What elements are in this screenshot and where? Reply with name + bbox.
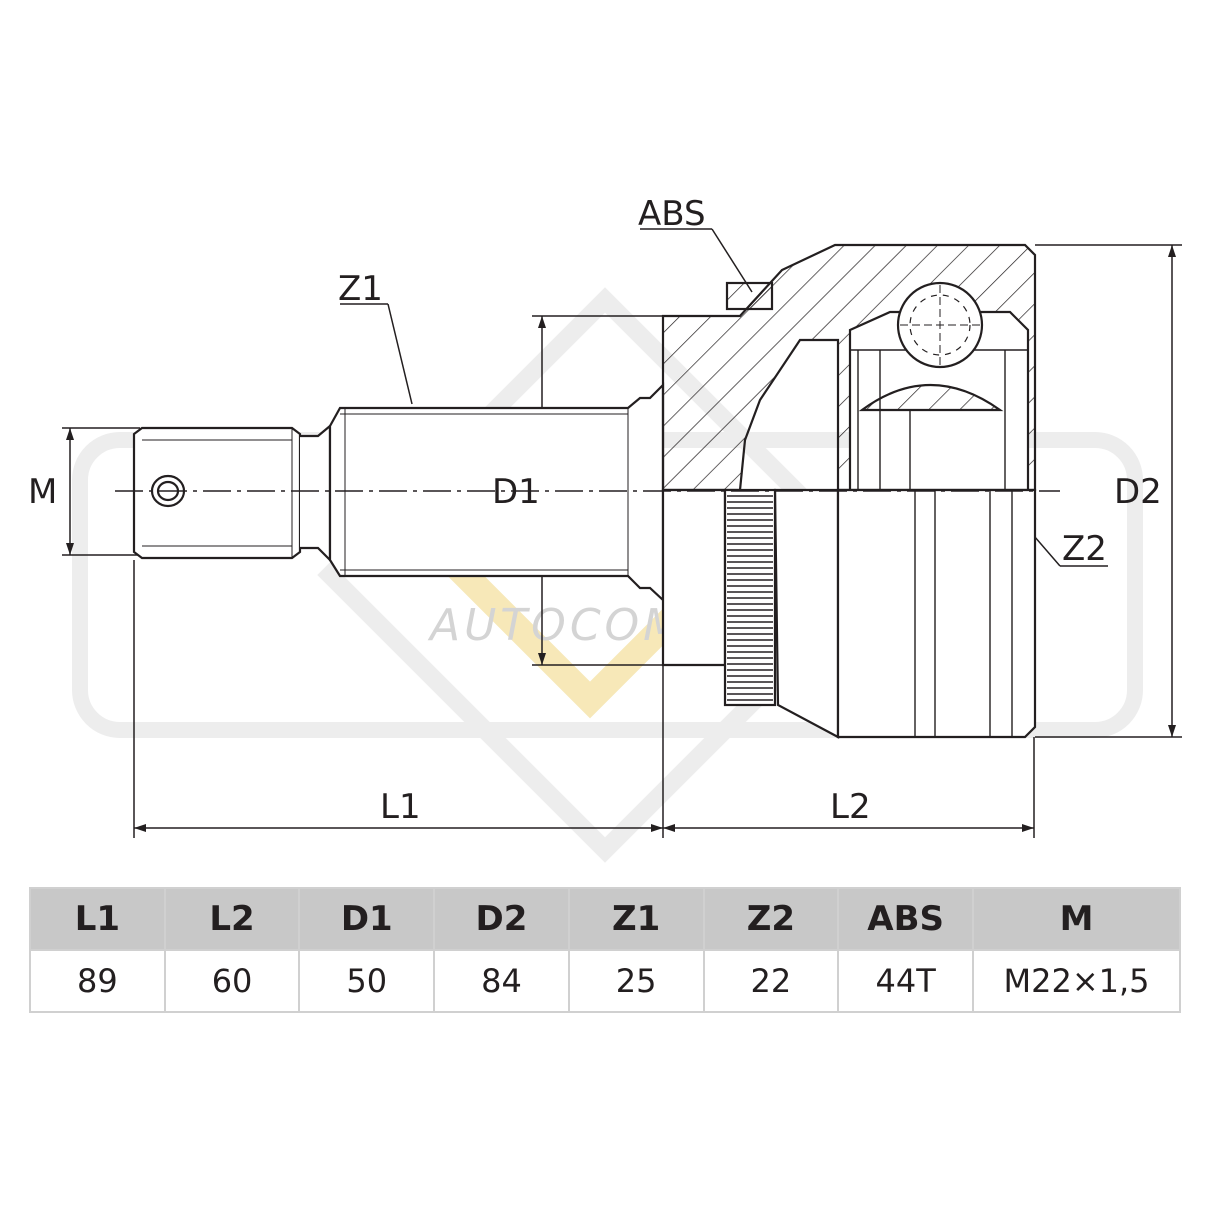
d2-label: D2 — [1114, 472, 1162, 512]
value-abs: 44T — [837, 949, 974, 1013]
value-z2: 22 — [702, 949, 840, 1013]
header-m: M — [972, 887, 1181, 951]
m-label: M — [28, 472, 57, 512]
arrowheads — [66, 245, 1176, 832]
spec-table: L1 L2 D1 D2 Z1 Z2 ABS M 89 60 50 84 25 2… — [29, 887, 1181, 1013]
spec-header-row: L1 L2 D1 D2 Z1 Z2 ABS M — [29, 887, 1181, 951]
z1-label: Z1 — [338, 269, 383, 309]
shaft — [132, 382, 665, 603]
header-z2: Z2 — [702, 887, 840, 951]
header-abs: ABS — [837, 887, 974, 951]
l1-label: L1 — [380, 787, 421, 827]
value-d1: 50 — [298, 949, 436, 1013]
abs-ring — [723, 488, 777, 707]
header-l2: L2 — [163, 887, 301, 951]
housing-section — [661, 243, 1037, 492]
housing-exterior — [661, 488, 1037, 739]
d1-label: D1 — [492, 472, 540, 512]
value-m: M22×1,5 — [972, 949, 1181, 1013]
abs-label: ABS — [638, 194, 706, 234]
header-z1: Z1 — [567, 887, 705, 951]
header-d2: D2 — [433, 887, 570, 951]
value-l1: 89 — [29, 949, 166, 1013]
header-d1: D1 — [298, 887, 436, 951]
value-l2: 60 — [163, 949, 301, 1013]
spec-value-row: 89 60 50 84 25 22 44T M22×1,5 — [29, 949, 1181, 1013]
z2-label: Z2 — [1062, 529, 1107, 569]
header-l1: L1 — [29, 887, 166, 951]
cv-joint-drawing: AUTOCOMPAS — [28, 194, 1182, 863]
value-d2: 84 — [433, 949, 570, 1013]
l2-label: L2 — [830, 787, 871, 827]
dimension-lines — [62, 228, 1182, 838]
value-z1: 25 — [567, 949, 705, 1013]
